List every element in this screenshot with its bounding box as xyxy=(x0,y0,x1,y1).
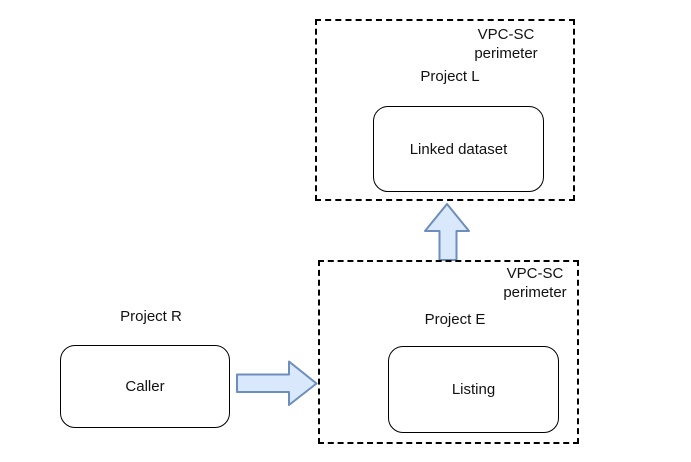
linked-dataset-node: Linked dataset xyxy=(373,106,544,192)
listing-node-label: Listing xyxy=(451,381,496,398)
arrow-up-listing-to-linked-dataset-icon xyxy=(424,203,470,261)
perimeter-bottom-label-line2: perimeter xyxy=(503,284,567,301)
perimeter-bottom-label: VPC-SC perimeter xyxy=(460,264,610,302)
project-l-label: Project L xyxy=(420,68,480,85)
listing-node: Listing xyxy=(388,346,559,433)
project-r-label: Project R xyxy=(120,308,182,325)
vpc-sc-perimeter-top: VPC-SC perimeter Project L Linked datase… xyxy=(315,19,575,201)
caller-node: Caller xyxy=(60,345,230,428)
arrow-right-caller-to-listing-icon xyxy=(236,360,318,406)
caller-node-label: Caller xyxy=(125,378,165,395)
project-e-label: Project E xyxy=(424,311,486,328)
perimeter-top-label-line1: VPC-SC xyxy=(477,26,535,43)
perimeter-top-label: VPC-SC perimeter xyxy=(431,25,581,63)
perimeter-top-label-line2: perimeter xyxy=(474,45,538,62)
linked-dataset-node-label: Linked dataset xyxy=(409,140,508,158)
vpc-sc-perimeter-bottom: VPC-SC perimeter Project E Listing xyxy=(318,260,579,444)
perimeter-bottom-label-line1: VPC-SC xyxy=(506,265,564,282)
